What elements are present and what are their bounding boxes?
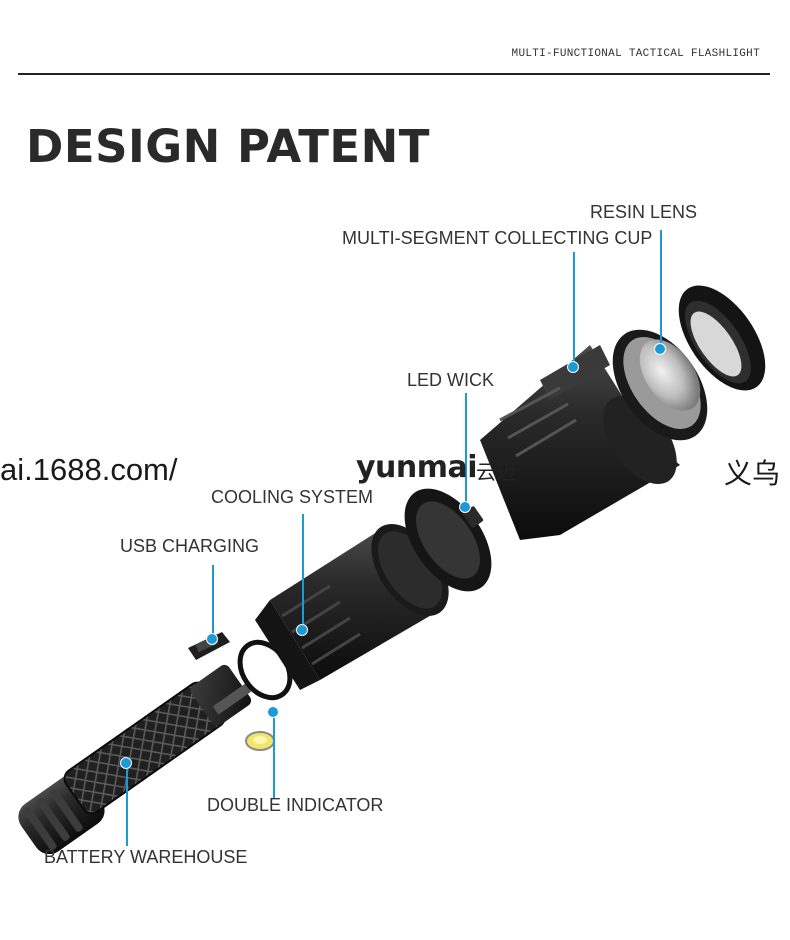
leader-resin-lens	[660, 230, 662, 348]
leader-double-indicator	[273, 712, 275, 798]
bezel-ring	[678, 285, 766, 391]
dot-battery-warehouse	[120, 757, 132, 769]
label-usb-charging: USB CHARGING	[120, 536, 260, 556]
switch-section	[188, 632, 252, 726]
dot-usb-charging	[206, 633, 218, 645]
dot-collecting-cup	[567, 361, 579, 373]
dot-double-indicator	[267, 706, 279, 718]
label-double-indicator: DOUBLE INDICATOR	[207, 795, 384, 815]
leader-collecting-cup	[573, 252, 575, 366]
leader-battery-warehouse	[126, 762, 128, 846]
leader-usb-charging	[212, 565, 214, 637]
label-battery-warehouse: BATTERY WAREHOUSE	[44, 847, 248, 867]
dot-led-wick	[459, 501, 471, 513]
label-cooling-system: COOLING SYSTEM	[211, 487, 374, 507]
dot-cooling-system	[296, 624, 308, 636]
indicator-light	[245, 731, 275, 751]
label-resin-lens: RESIN LENS	[590, 202, 698, 222]
cooling-body	[255, 524, 449, 690]
watermark-city: 义乌	[724, 457, 781, 490]
header-divider	[18, 73, 770, 75]
watermark-url: ai.1688.com/	[0, 452, 178, 487]
leader-led-wick	[465, 393, 467, 505]
dot-resin-lens	[654, 343, 666, 355]
header-tagline: MULTI-FUNCTIONAL TACTICAL FLASHLIGHT	[511, 48, 760, 60]
watermark-brand-logo: yunmai	[356, 450, 478, 485]
resin-lens	[612, 329, 708, 441]
leader-cooling-system	[302, 514, 304, 628]
watermark-brand-cn: 云迈	[476, 460, 516, 484]
page-title: DESIGN PATENT	[26, 120, 430, 173]
label-led-wick: LED WICK	[407, 370, 495, 390]
label-collecting-cup: MULTI-SEGMENT COLLECTING CUP	[342, 228, 653, 248]
